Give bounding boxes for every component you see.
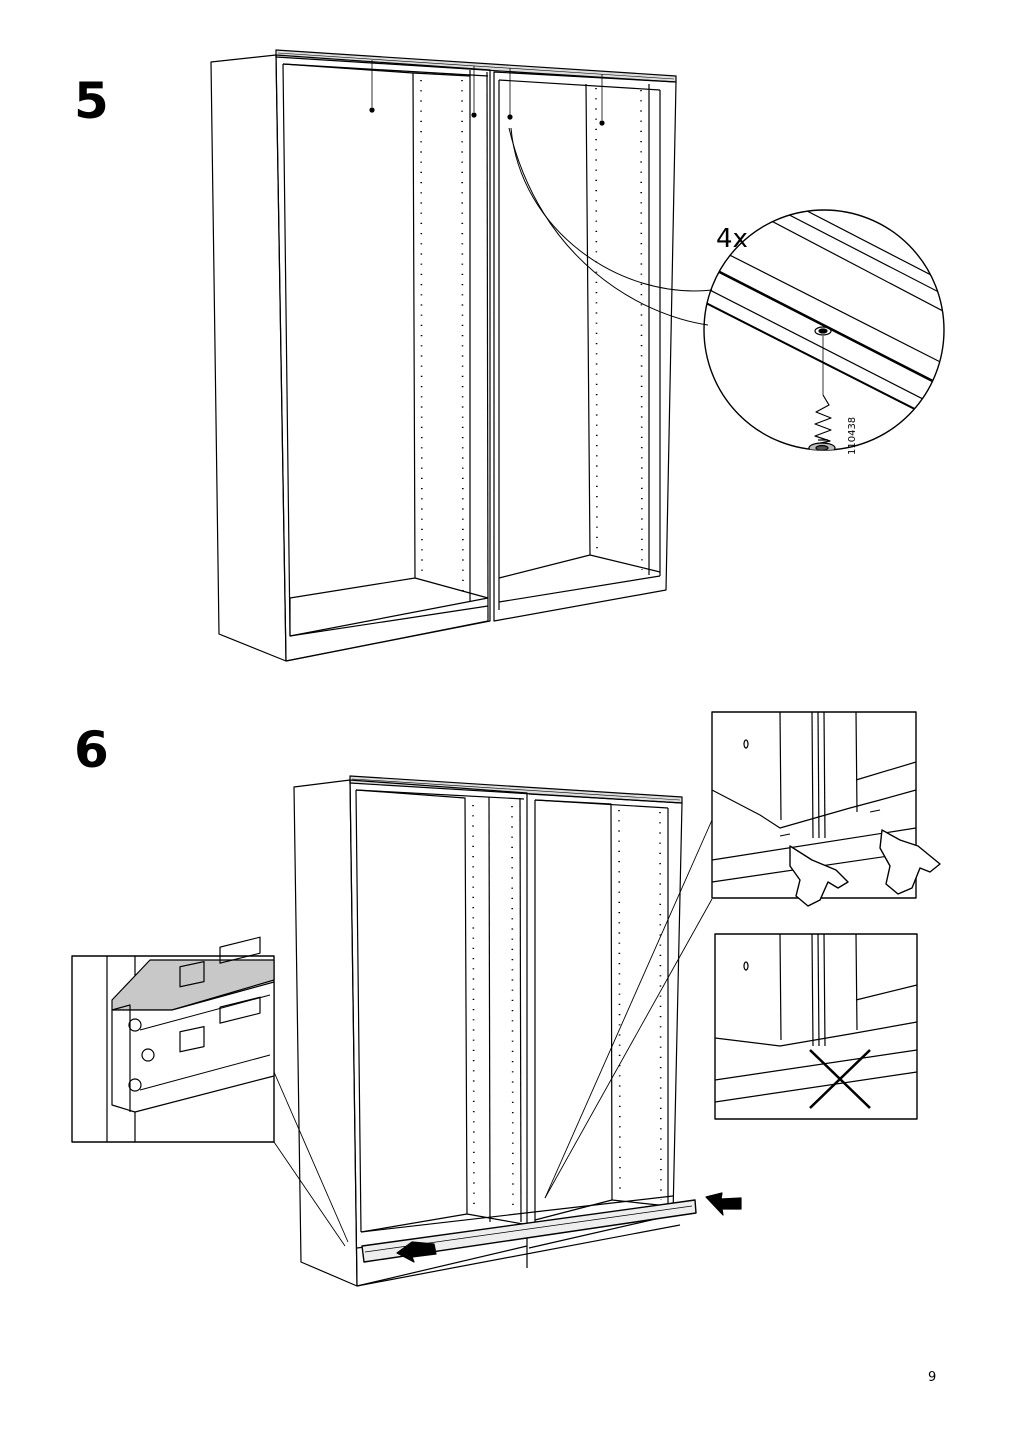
- step-6-incorrect-detail-box: [714, 933, 918, 1120]
- step-6-wardrobe-frame: [293, 775, 742, 1287]
- step-5-number: 5: [74, 72, 109, 130]
- step-6-number: 6: [74, 721, 109, 779]
- step-5-wardrobe-frame: [210, 49, 677, 662]
- step-5-part-number: 110438: [847, 417, 858, 455]
- step-6-correct-detail-box: [711, 711, 941, 907]
- step-5-quantity-label: 4x: [716, 224, 748, 254]
- page-number: 9: [928, 1370, 937, 1385]
- step-5-screw-detail-circle: [703, 209, 945, 451]
- step-6-rail-detail-box: [71, 936, 275, 1143]
